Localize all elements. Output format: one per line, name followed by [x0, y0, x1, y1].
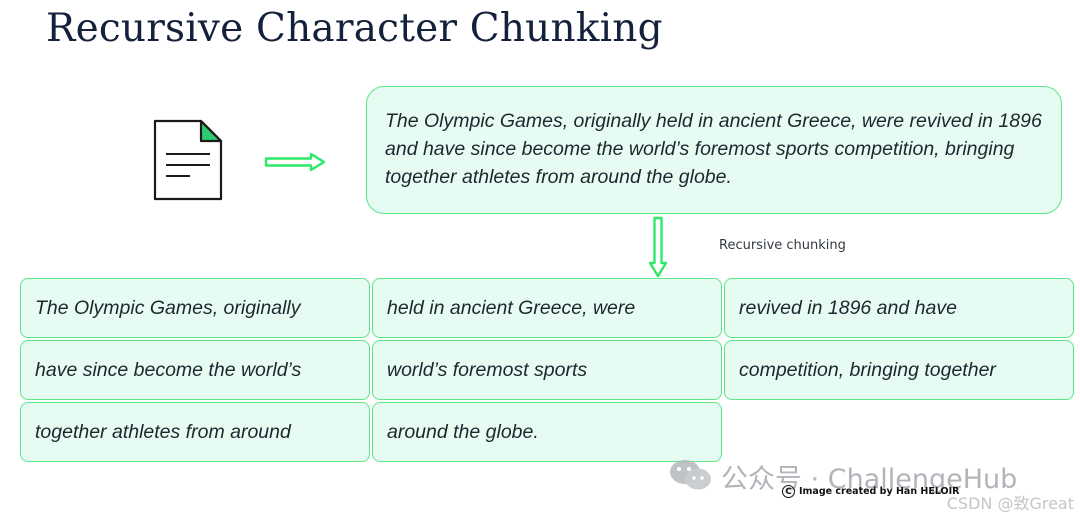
source-text-box: The Olympic Games, originally held in an…	[366, 86, 1062, 214]
chunk-text: around the globe.	[387, 420, 539, 443]
document-icon	[153, 119, 223, 201]
chunk-text: have since become the world’s	[35, 358, 302, 381]
step-label: Recursive chunking	[719, 238, 846, 253]
platform-watermark: CSDN @致Great	[946, 494, 1074, 513]
chunk-box: have since become the world’s	[20, 340, 370, 400]
chunk-text: world’s foremost sports	[387, 358, 588, 381]
chunk-text: competition, bringing together	[739, 358, 996, 381]
chunk-box: world’s foremost sports	[372, 340, 722, 400]
watermark-brand: 公众号 · ChallengeHub	[721, 464, 1018, 495]
chunk-text: held in ancient Greece, were	[387, 296, 636, 319]
chunk-box: together athletes from around	[20, 402, 370, 462]
credit-text: Image created by Han HELOIR	[799, 486, 960, 497]
chunk-box: around the globe.	[372, 402, 722, 462]
wechat-logo-icon	[670, 460, 711, 490]
chunk-text: together athletes from around	[35, 420, 291, 443]
chunk-box: revived in 1896 and have	[724, 278, 1074, 338]
chunk-box: The Olympic Games, originally	[20, 278, 370, 338]
chunk-text: The Olympic Games, originally	[35, 296, 301, 319]
arrow-down-icon	[648, 216, 668, 278]
chunk-text: revived in 1896 and have	[739, 296, 957, 319]
source-text: The Olympic Games, originally held in an…	[385, 110, 1042, 188]
page-title: Recursive Character Chunking	[46, 6, 663, 51]
arrow-right-icon	[264, 152, 326, 172]
chunk-box: competition, bringing together	[724, 340, 1074, 400]
chunk-box: held in ancient Greece, were	[372, 278, 722, 338]
copyright-icon: C	[782, 485, 795, 498]
image-credit: C Image created by Han HELOIR	[782, 485, 959, 498]
